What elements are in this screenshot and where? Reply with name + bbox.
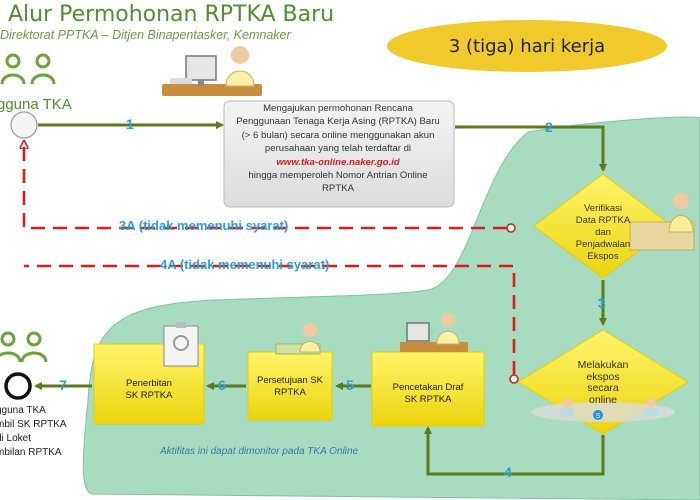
arrow-number-3: 3	[598, 295, 606, 311]
submit-line6: RPTKA	[322, 183, 354, 195]
approve-text: Persetujuan SK RPTKA	[248, 375, 332, 399]
page-subtitle: Direktorat PPTKA – Ditjen Binapentasker,…	[0, 28, 291, 42]
verify-line1: Verifikasi	[583, 203, 622, 214]
submit-line3: (> 6 bulan) secara online menggunakan ak…	[241, 129, 435, 141]
end-node	[4, 372, 32, 400]
fail-3a-line	[24, 142, 507, 230]
applicant-computer-icon	[162, 46, 262, 96]
submit-line5: hingga memperoleh Nomor Antrian Online	[248, 170, 428, 182]
verify-line2: Data RPTKA	[575, 215, 631, 226]
submit-line2: Penggunaan Tenaga Kerja Asing (RPTKA) Ba…	[236, 116, 440, 128]
issue-text: Penerbitan SK RPTKA	[94, 378, 204, 402]
approve-icon	[275, 323, 321, 355]
submit-text: Mengajukan permohonan Rencana Penggunaan…	[222, 102, 454, 206]
expose-line3: secara	[587, 382, 619, 394]
arrow-number-4: 4	[504, 464, 512, 480]
verify-line5: Ekspos	[587, 251, 619, 262]
approve-line1: Persetujuan SK	[256, 375, 323, 386]
collector-icon	[0, 331, 48, 363]
monitor-note: Aktifitas ini dapat dimonitor pada TKA O…	[160, 446, 359, 457]
verify-line4: Penjadwalan	[575, 239, 631, 250]
monitored-region	[82, 116, 700, 500]
approve-line2: RPTKA	[274, 387, 306, 398]
applicant-label: gguna TKA	[0, 96, 72, 113]
fail-4a-label: 4A (tidak memenuhi syarat)	[160, 257, 330, 272]
submit-box	[223, 100, 455, 208]
draft-icon	[400, 313, 468, 352]
arrow-number-6: 6	[218, 377, 226, 393]
applicant-icon	[0, 53, 56, 85]
draft-line2: SK RPTKA	[404, 394, 452, 405]
draft-box	[371, 351, 485, 427]
draft-text: Pencetakan Draf SK RPTKA	[372, 382, 484, 406]
draft-line1: Pencetakan Draf	[392, 382, 464, 393]
expose-line1: Melakukan	[577, 359, 629, 371]
duration-label: 3 (tiga) hari kerja	[448, 36, 606, 57]
submit-line1: Mengajukan permohonan Rencana	[263, 103, 413, 114]
issue-line1: Penerbitan	[126, 378, 172, 389]
arrow-number-1: 1	[126, 116, 134, 132]
meeting-icon: S	[531, 398, 675, 422]
expose-text: Melakukan ekspos secara online	[560, 359, 646, 406]
expose-line4: online	[588, 393, 618, 406]
duration-badge	[387, 20, 667, 72]
arrow-number-7: 7	[59, 377, 67, 393]
verify-text: Verifikasi Data RPTKA dan Penjadwalan Ek…	[561, 203, 645, 263]
submit-line4: perusahaan yang telah terdaftar di	[264, 143, 412, 155]
expose-line2: ekspos	[586, 370, 620, 383]
arrow-number-2: 2	[545, 119, 553, 135]
svg-text:S: S	[596, 413, 601, 420]
fail-3a-label: 3A (tidak memenuhi syarat)	[119, 218, 289, 233]
page-title: Alur Permohonan RPTKA Baru	[8, 2, 335, 27]
certificate-icon	[163, 322, 199, 367]
issue-line2: SK RPTKA	[125, 390, 173, 401]
arrow-number-5: 5	[346, 377, 354, 393]
collector-label: gguna TKA mbil SK RPTKA di Loket mbilan …	[0, 405, 67, 458]
verify-diamond	[533, 173, 673, 279]
start-node	[10, 111, 38, 139]
verify-line3: dan	[595, 227, 611, 238]
submit-url: www.tka-online.naker.go.id	[276, 156, 400, 168]
verifier-icon	[629, 193, 695, 251]
